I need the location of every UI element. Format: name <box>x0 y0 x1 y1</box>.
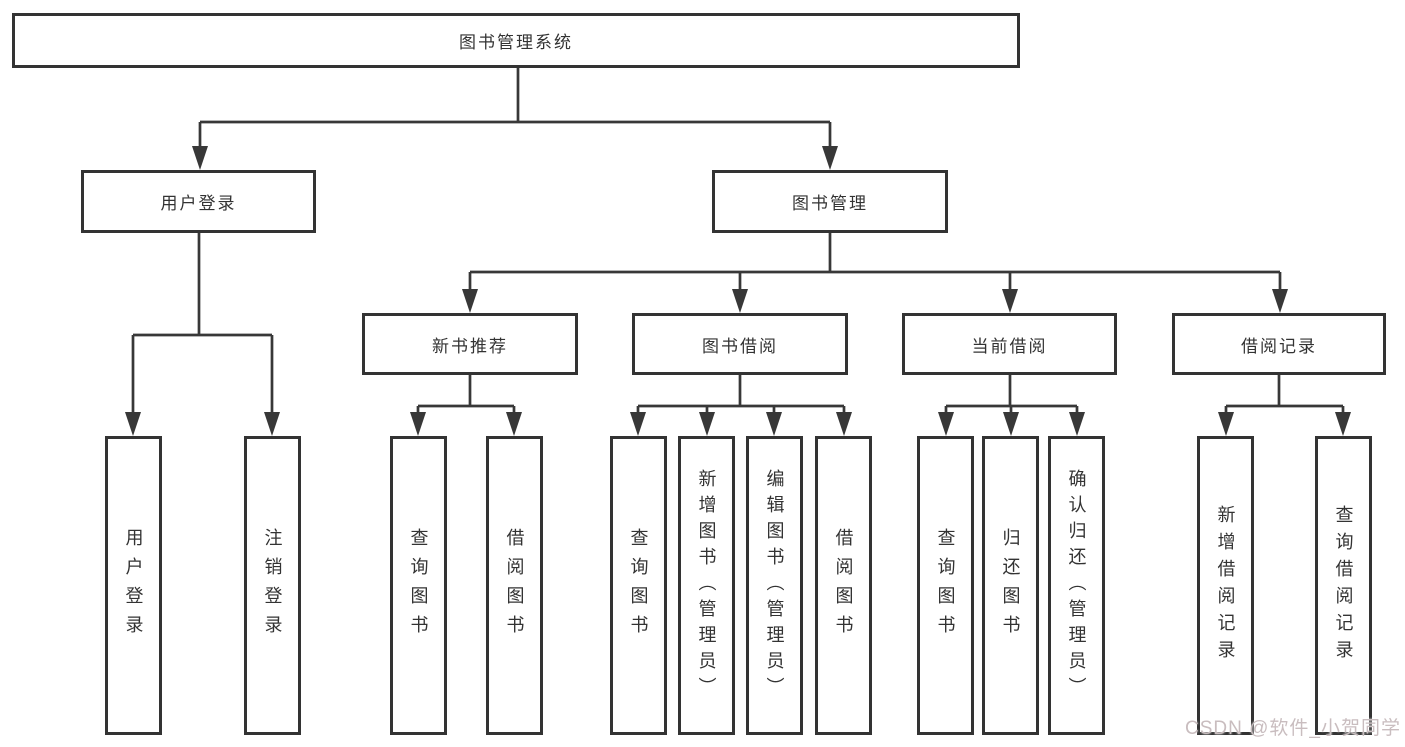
leaf-user-login: 用户登录 <box>105 436 162 735</box>
node-current-borrow-label: 当前借阅 <box>971 336 1048 356</box>
leaf-query-books-current: 查询图书 <box>917 436 974 735</box>
leaf-query-books-recommend: 查询图书 <box>390 436 447 735</box>
node-borrow-records: 借阅记录 <box>1172 313 1386 375</box>
node-new-book-recommend-label: 新书推荐 <box>432 336 508 356</box>
leaf-add-books-admin-label: 新增图书（管理员） <box>696 468 717 703</box>
leaf-add-books-admin: 新增图书（管理员） <box>678 436 735 735</box>
leaf-add-borrow-record: 新增借阅记录 <box>1197 436 1254 735</box>
node-book-management: 图书管理 <box>712 170 948 233</box>
node-current-borrow: 当前借阅 <box>902 313 1117 375</box>
node-book-borrow-label: 图书借阅 <box>702 336 778 356</box>
leaf-confirm-return-admin-label: 确认归还（管理员） <box>1066 468 1087 703</box>
node-book-management-label: 图书管理 <box>792 194 868 213</box>
leaf-borrow-books: 借阅图书 <box>815 436 872 735</box>
leaf-return-books: 归还图书 <box>982 436 1039 735</box>
leaf-return-books-label: 归还图书 <box>1000 527 1021 644</box>
leaf-logout-label: 注销登录 <box>262 527 283 644</box>
leaf-query-books-borrow-label: 查询图书 <box>628 527 649 644</box>
node-root-label: 图书管理系统 <box>459 33 573 52</box>
leaf-borrow-books-recommend: 借阅图书 <box>486 436 543 735</box>
leaf-add-borrow-record-label: 新增借阅记录 <box>1215 504 1236 667</box>
leaf-query-books-current-label: 查询图书 <box>935 527 956 644</box>
leaf-logout: 注销登录 <box>244 436 301 735</box>
node-user-login: 用户登录 <box>81 170 316 233</box>
leaf-user-login-label: 用户登录 <box>123 527 144 644</box>
leaf-edit-books-admin-label: 编辑图书（管理员） <box>764 468 785 703</box>
leaf-confirm-return-admin: 确认归还（管理员） <box>1048 436 1105 735</box>
node-book-borrow: 图书借阅 <box>632 313 848 375</box>
leaf-query-books-recommend-label: 查询图书 <box>408 527 429 644</box>
leaf-borrow-books-label: 借阅图书 <box>833 527 854 644</box>
leaf-borrow-books-recommend-label: 借阅图书 <box>504 527 525 644</box>
leaf-edit-books-admin: 编辑图书（管理员） <box>746 436 803 735</box>
leaf-query-books-borrow: 查询图书 <box>610 436 667 735</box>
node-root: 图书管理系统 <box>12 13 1020 68</box>
node-user-login-label: 用户登录 <box>160 194 237 213</box>
leaf-query-borrow-record-label: 查询借阅记录 <box>1333 504 1354 667</box>
leaf-query-borrow-record: 查询借阅记录 <box>1315 436 1372 735</box>
node-new-book-recommend: 新书推荐 <box>362 313 578 375</box>
watermark: CSDN @软件_小贺同学 <box>1185 718 1401 739</box>
node-borrow-records-label: 借阅记录 <box>1241 336 1317 356</box>
